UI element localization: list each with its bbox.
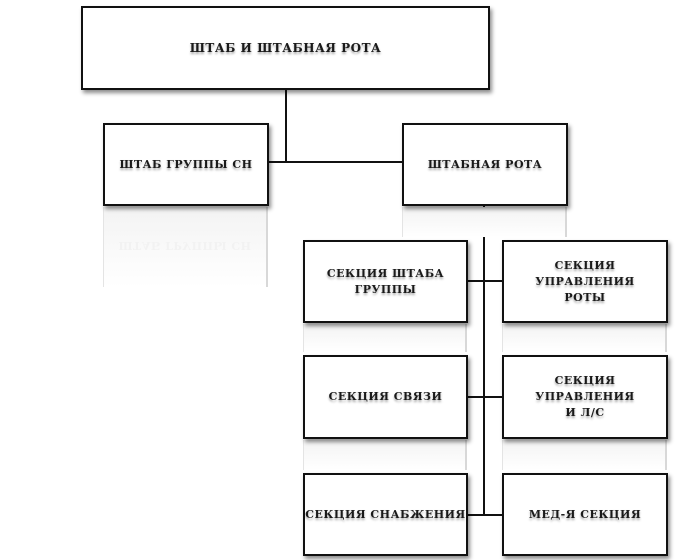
node-section-company-command[interactable]: СЕКЦИЯ УПРАВЛЕНИЯ РОТЫ [502, 240, 668, 323]
reflection-right-1 [502, 324, 667, 352]
node-root[interactable]: ШТАБ И ШТАБНАЯ РОТА [81, 6, 490, 90]
node-label: ШТАБ И ШТАБНАЯ РОТА [189, 41, 382, 55]
node-section-hq-staff[interactable]: СЕКЦИЯ ШТАБА ГРУППЫ [303, 240, 468, 323]
node-label: СЕКЦИЯ УПРАВЛЕНИЯ И Л/С [535, 374, 635, 419]
connector-root-down [285, 89, 287, 162]
node-label: ШТАБНАЯ РОТА [427, 157, 543, 171]
node-hq-group[interactable]: ШТАБ ГРУППЫ СН [103, 123, 269, 206]
reflection-hq-group: ШТАБ ГРУППЫ СН [103, 207, 268, 287]
node-section-medical[interactable]: МЕД-Я СЕКЦИЯ [502, 473, 668, 556]
reflection-left-2 [303, 440, 467, 470]
reflection-right-2 [502, 440, 667, 470]
connector-row1 [467, 280, 502, 282]
node-label: ШТАБ ГРУППЫ СН [119, 157, 253, 171]
reflection-text: ШТАБ ГРУППЫ СН [118, 239, 252, 252]
node-hq-company[interactable]: ШТАБНАЯ РОТА [402, 123, 568, 206]
node-label: СЕКЦИЯ ШТАБА ГРУППЫ [326, 266, 445, 296]
node-label: СЕКЦИЯ СВЯЗИ [328, 390, 443, 403]
connector-row3 [467, 514, 502, 516]
node-label: МЕД-Я СЕКЦИЯ [528, 507, 642, 521]
connector-level2-horizontal [268, 161, 402, 163]
reflection-hq-company [402, 207, 567, 237]
connector-spine [483, 205, 485, 515]
node-label: СЕКЦИЯ СНАБЖЕНИЯ [305, 507, 466, 521]
node-section-personnel-command[interactable]: СЕКЦИЯ УПРАВЛЕНИЯ И Л/С [502, 355, 668, 439]
reflection-left-1 [303, 324, 467, 352]
node-section-signals[interactable]: СЕКЦИЯ СВЯЗИ [303, 355, 468, 439]
node-label: СЕКЦИЯ УПРАВЛЕНИЯ РОТЫ [535, 258, 635, 304]
connector-row2 [467, 396, 502, 398]
node-section-supply[interactable]: СЕКЦИЯ СНАБЖЕНИЯ [303, 473, 468, 556]
